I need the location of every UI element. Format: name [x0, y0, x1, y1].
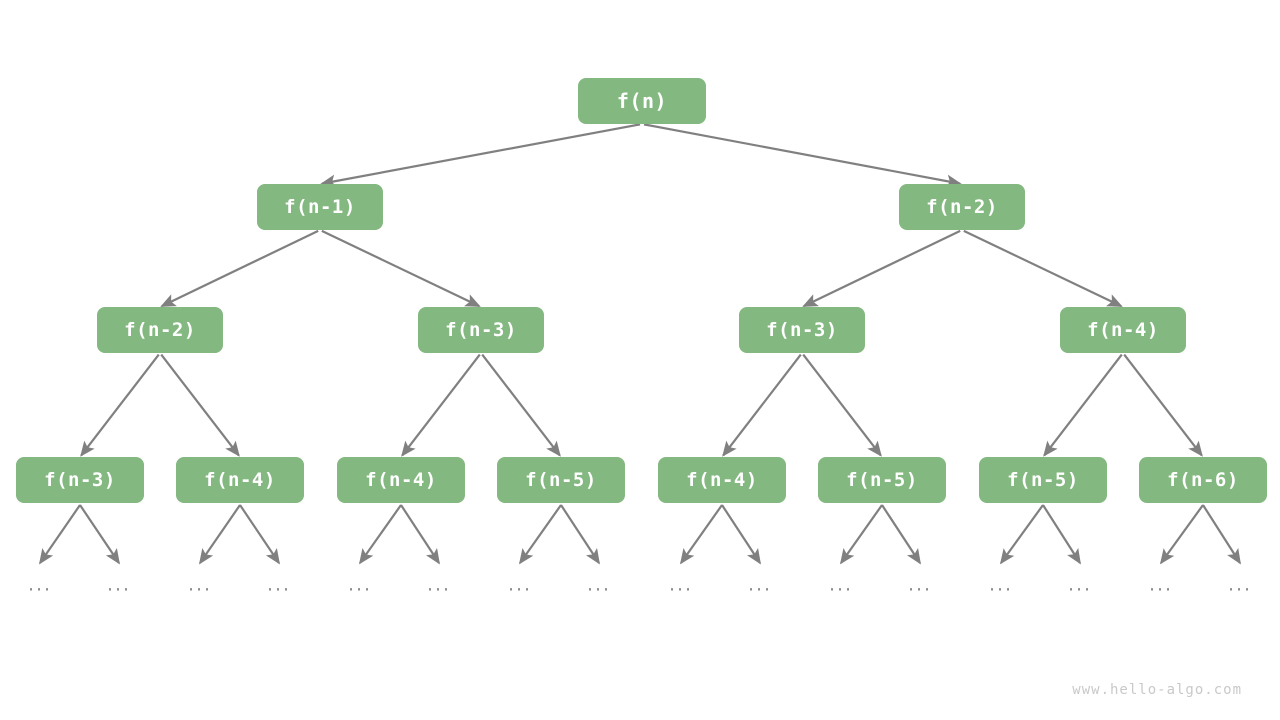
tree-node-label: f(n-6) [1167, 468, 1239, 491]
tree-node: f(n-5) [497, 457, 625, 503]
tree-node-label: f(n-5) [846, 468, 918, 491]
ellipsis-marker: ... [347, 573, 373, 596]
ellipsis-marker: ... [266, 573, 292, 596]
ellipsis-marker: ... [187, 573, 213, 596]
tree-leaf-edge [999, 504, 1044, 565]
ellipsis-marker: ... [426, 573, 452, 596]
tree-edge [1043, 353, 1123, 457]
tree-edge [963, 229, 1123, 308]
tree-node-label: f(n-3) [445, 318, 517, 341]
tree-node: f(n-5) [979, 457, 1107, 503]
tree-node: f(n-2) [97, 307, 223, 353]
tree-edge [80, 353, 160, 457]
tree-edge [401, 353, 481, 457]
ellipsis-marker: ... [988, 573, 1014, 596]
tree-leaf-edge [518, 504, 562, 565]
tree-node-label: f(n-5) [525, 468, 597, 491]
tree-node-label: f(n-3) [766, 318, 838, 341]
tree-edge [320, 123, 641, 188]
tree-edge [802, 229, 961, 308]
tree-node: f(n-5) [818, 457, 946, 503]
tree-edge [722, 353, 802, 457]
ellipsis-marker: ... [106, 573, 132, 596]
tree-node-label: f(n-4) [365, 468, 437, 491]
tree-node-label: f(n-1) [284, 195, 356, 218]
tree-leaf-edge [679, 504, 723, 565]
ellipsis-marker: ... [1148, 573, 1174, 596]
ellipsis-marker: ... [1227, 573, 1253, 596]
tree-leaf-edge [1202, 504, 1241, 565]
tree-node: f(n) [578, 78, 706, 124]
tree-node-label: f(n-2) [926, 195, 998, 218]
watermark: www.hello-algo.com [1072, 682, 1242, 698]
tree-node: f(n-4) [1060, 307, 1186, 353]
tree-leaf-edge [39, 504, 81, 565]
tree-leaf-edge [199, 504, 241, 565]
tree-node: f(n-4) [658, 457, 786, 503]
tree-node: f(n-3) [739, 307, 865, 353]
ellipsis-marker: ... [586, 573, 612, 596]
ellipsis-marker: ... [27, 573, 53, 596]
tree-edge [160, 353, 240, 457]
tree-edge [160, 229, 319, 308]
tree-node-label: f(n-4) [686, 468, 758, 491]
tree-leaf-edge [1159, 504, 1204, 565]
tree-leaf-edge [881, 504, 921, 565]
tree-node-label: f(n-3) [44, 468, 116, 491]
tree-leaf-edge [1042, 504, 1081, 565]
tree-node: f(n-4) [337, 457, 465, 503]
ellipsis-marker: ... [507, 573, 533, 596]
tree-node: f(n-2) [899, 184, 1025, 230]
tree-leaf-edge [79, 504, 120, 565]
ellipsis-marker: ... [828, 573, 854, 596]
ellipsis-marker: ... [747, 573, 773, 596]
tree-node: f(n-3) [418, 307, 544, 353]
tree-node-label: f(n-4) [1087, 318, 1159, 341]
tree-node-label: f(n-2) [124, 318, 196, 341]
tree-node: f(n-1) [257, 184, 383, 230]
tree-node: f(n-3) [16, 457, 144, 503]
ellipsis-marker: ... [668, 573, 694, 596]
ellipsis-marker: ... [907, 573, 933, 596]
tree-node: f(n-4) [176, 457, 304, 503]
tree-leaf-edge [721, 504, 761, 565]
tree-edge [643, 123, 962, 188]
tree-leaf-edge [358, 504, 402, 565]
tree-node-label: f(n-4) [204, 468, 276, 491]
tree-node-label: f(n-5) [1007, 468, 1079, 491]
tree-leaf-edge [400, 504, 440, 565]
tree-edge [802, 353, 882, 457]
tree-node: f(n-6) [1139, 457, 1267, 503]
tree-edge [321, 229, 481, 308]
tree-leaf-edge [839, 504, 883, 565]
tree-leaf-edge [239, 504, 280, 565]
tree-edge [1123, 353, 1203, 457]
ellipsis-marker: ... [1067, 573, 1093, 596]
tree-node-label: f(n) [616, 89, 668, 113]
tree-edge [481, 353, 561, 457]
tree-leaf-edge [560, 504, 600, 565]
